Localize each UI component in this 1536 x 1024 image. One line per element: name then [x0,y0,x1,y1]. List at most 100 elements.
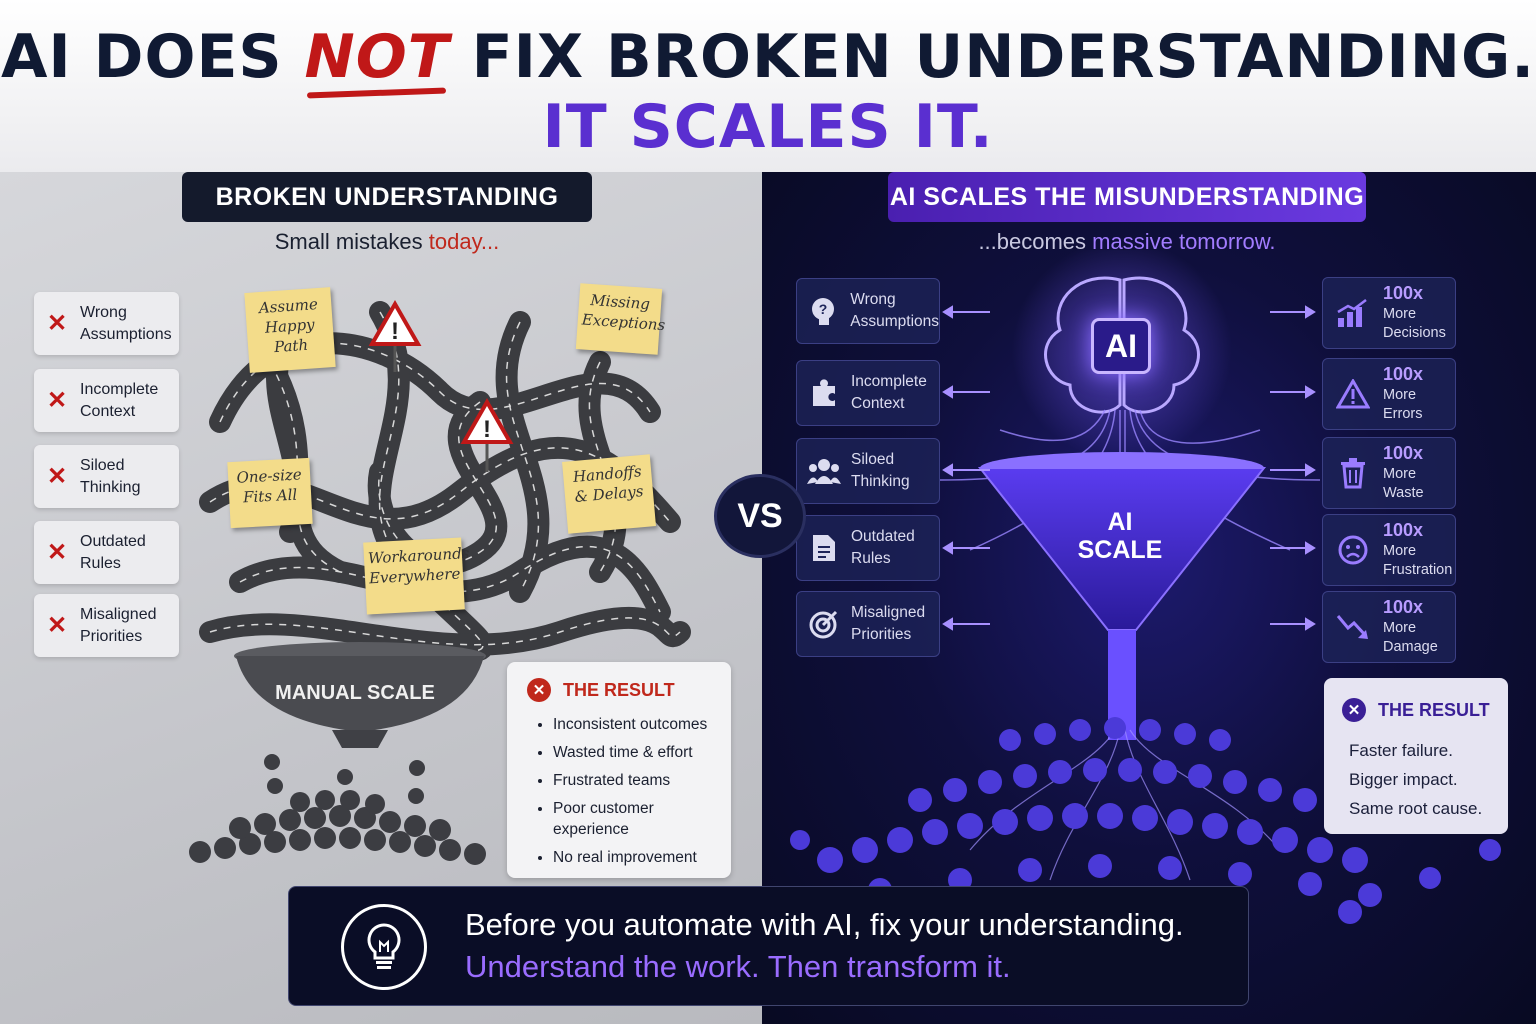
output-multiplier: 100x [1383,363,1424,384]
problem-card: ✕ Wrong Assumptions [34,292,179,355]
subtitle-text: ...becomes [978,229,1093,254]
output-multiplier: 100x [1383,442,1424,463]
input-card: Misaligned Priorities [796,591,940,657]
banner-line-1: Before you automate with AI, fix your un… [465,907,1184,942]
trash-icon [1323,457,1383,489]
trend-down-icon [1323,612,1383,642]
left-panel-subtitle: Small mistakes today... [182,229,592,255]
problem-label: Outdated Rules [80,532,146,572]
problem-card: ✕Misaligned Priorities [34,594,179,657]
list-item: Poor customer experience [553,798,723,840]
people-icon [797,456,851,486]
x-circle-icon: ✕ [527,678,551,702]
left-result-header: ✕ THE RESULT [527,678,675,702]
x-icon: ✕ [46,463,68,490]
x-icon: ✕ [46,539,68,566]
right-result-header: ✕ THE RESULT [1342,698,1490,722]
manual-scale-label: MANUAL SCALE [275,682,435,704]
vs-badge: VS [714,474,806,558]
warning-sign-icon: ! [460,397,514,472]
problem-card: ✕ Siloed Thinking [34,445,179,508]
output-label: More Errors [1383,386,1423,422]
frown-icon [1323,534,1383,566]
target-icon [797,609,851,639]
sticky-note: One-size Fits All [227,457,313,529]
list-item: Frustrated teams [553,770,723,791]
list-item: Inconsistent outcomes [553,714,723,735]
input-label: Incomplete Context [851,373,927,412]
ai-scale-label: AI SCALE [1077,508,1163,564]
left-result-card: ✕ THE RESULT Inconsistent outcomes Wasted… [507,662,731,878]
lightbulb-icon [341,904,427,990]
problem-label: Siloed Thinking [80,456,141,496]
subtitle-emphasis: today... [428,229,500,254]
right-result-lines: Faster failure. Bigger impact. Same root… [1349,741,1483,818]
ai-chip: AI [1091,318,1151,374]
problem-label: Wrong Assumptions [80,303,172,343]
output-multiplier: 100x [1383,282,1424,303]
sticky-note: Workarounds Everywhere [363,537,470,615]
banner-line-2: Understand the work. Then transform it. [465,949,1011,984]
puzzle-icon [797,378,851,408]
svg-text:!: ! [483,416,491,443]
right-panel-title: AI SCALES THE MISUNDERSTANDING [888,172,1366,222]
bottom-banner: Before you automate with AI, fix your un… [288,886,1249,1006]
output-label: More Decisions [1383,305,1446,341]
problem-card: ✕ Incomplete Context [34,369,179,432]
input-label: Wrong Assumptions [850,291,939,330]
input-card: Incomplete Context [796,360,940,426]
subtitle-text: Small mistakes [274,229,429,254]
headline-part: FIX BROKEN UNDERSTANDING. [449,22,1536,92]
input-card: Outdated Rules [796,515,940,581]
output-label: More Waste [1383,465,1424,501]
problem-card: ✕ Outdated Rules [34,521,179,584]
right-result-title: THE RESULT [1378,699,1490,720]
input-label: Outdated Rules [851,528,915,567]
headline-not: NOT [304,22,450,92]
header: AI DOES NOT FIX BROKEN UNDERSTANDING. IT… [0,0,1536,172]
left-result-title: THE RESULT [563,679,675,700]
document-icon [797,533,851,563]
x-icon: ✕ [46,387,68,414]
warning-icon [1323,379,1383,409]
list-item: Wasted time & effort [553,742,723,763]
output-multiplier: 100x [1383,596,1424,617]
headline-part: AI DOES [0,22,305,92]
manual-scale-bowl [234,642,486,748]
warning-sign-icon: ! [368,299,422,372]
output-arrows [1270,305,1316,631]
dark-balls-pile [189,754,486,865]
output-label: More Frustration [1383,542,1453,578]
x-icon: ✕ [46,612,68,639]
svg-text:?: ? [818,301,827,317]
right-result-card: ✕ THE RESULT Faster failure. Bigger impac… [1324,678,1508,834]
list-item: No real improvement [553,847,723,868]
input-arrows [942,305,990,631]
output-label: More Damage [1383,619,1438,655]
headline-line-1: AI DOES NOT FIX BROKEN UNDERSTANDING. [0,22,1536,92]
head-question-icon: ? [797,296,850,326]
growth-chart-icon [1323,298,1383,328]
x-circle-icon: ✕ [1342,698,1366,722]
brain-icon [1044,276,1200,414]
input-label: Misaligned Priorities [851,604,926,643]
x-icon: ✕ [46,310,68,337]
input-label: Siloed Thinking [851,451,910,490]
sticky-note: Handoffs & Delays [562,454,656,534]
svg-text:!: ! [391,318,399,345]
headline-line-2: IT SCALES IT. [542,92,994,162]
problem-label: Incomplete Context [80,380,159,420]
left-result-list: Inconsistent outcomes Wasted time & effo… [553,714,723,875]
sticky-note: Missing Exceptions [575,283,666,355]
output-multiplier: 100x [1383,519,1424,540]
right-panel-subtitle: ...becomes massive tomorrow. [888,229,1366,255]
sticky-note: Assume Happy Path [244,287,336,373]
subtitle-emphasis: massive tomorrow. [1092,229,1276,254]
left-panel-title: BROKEN UNDERSTANDING [182,172,592,222]
input-card: ? Wrong Assumptions [796,278,940,344]
